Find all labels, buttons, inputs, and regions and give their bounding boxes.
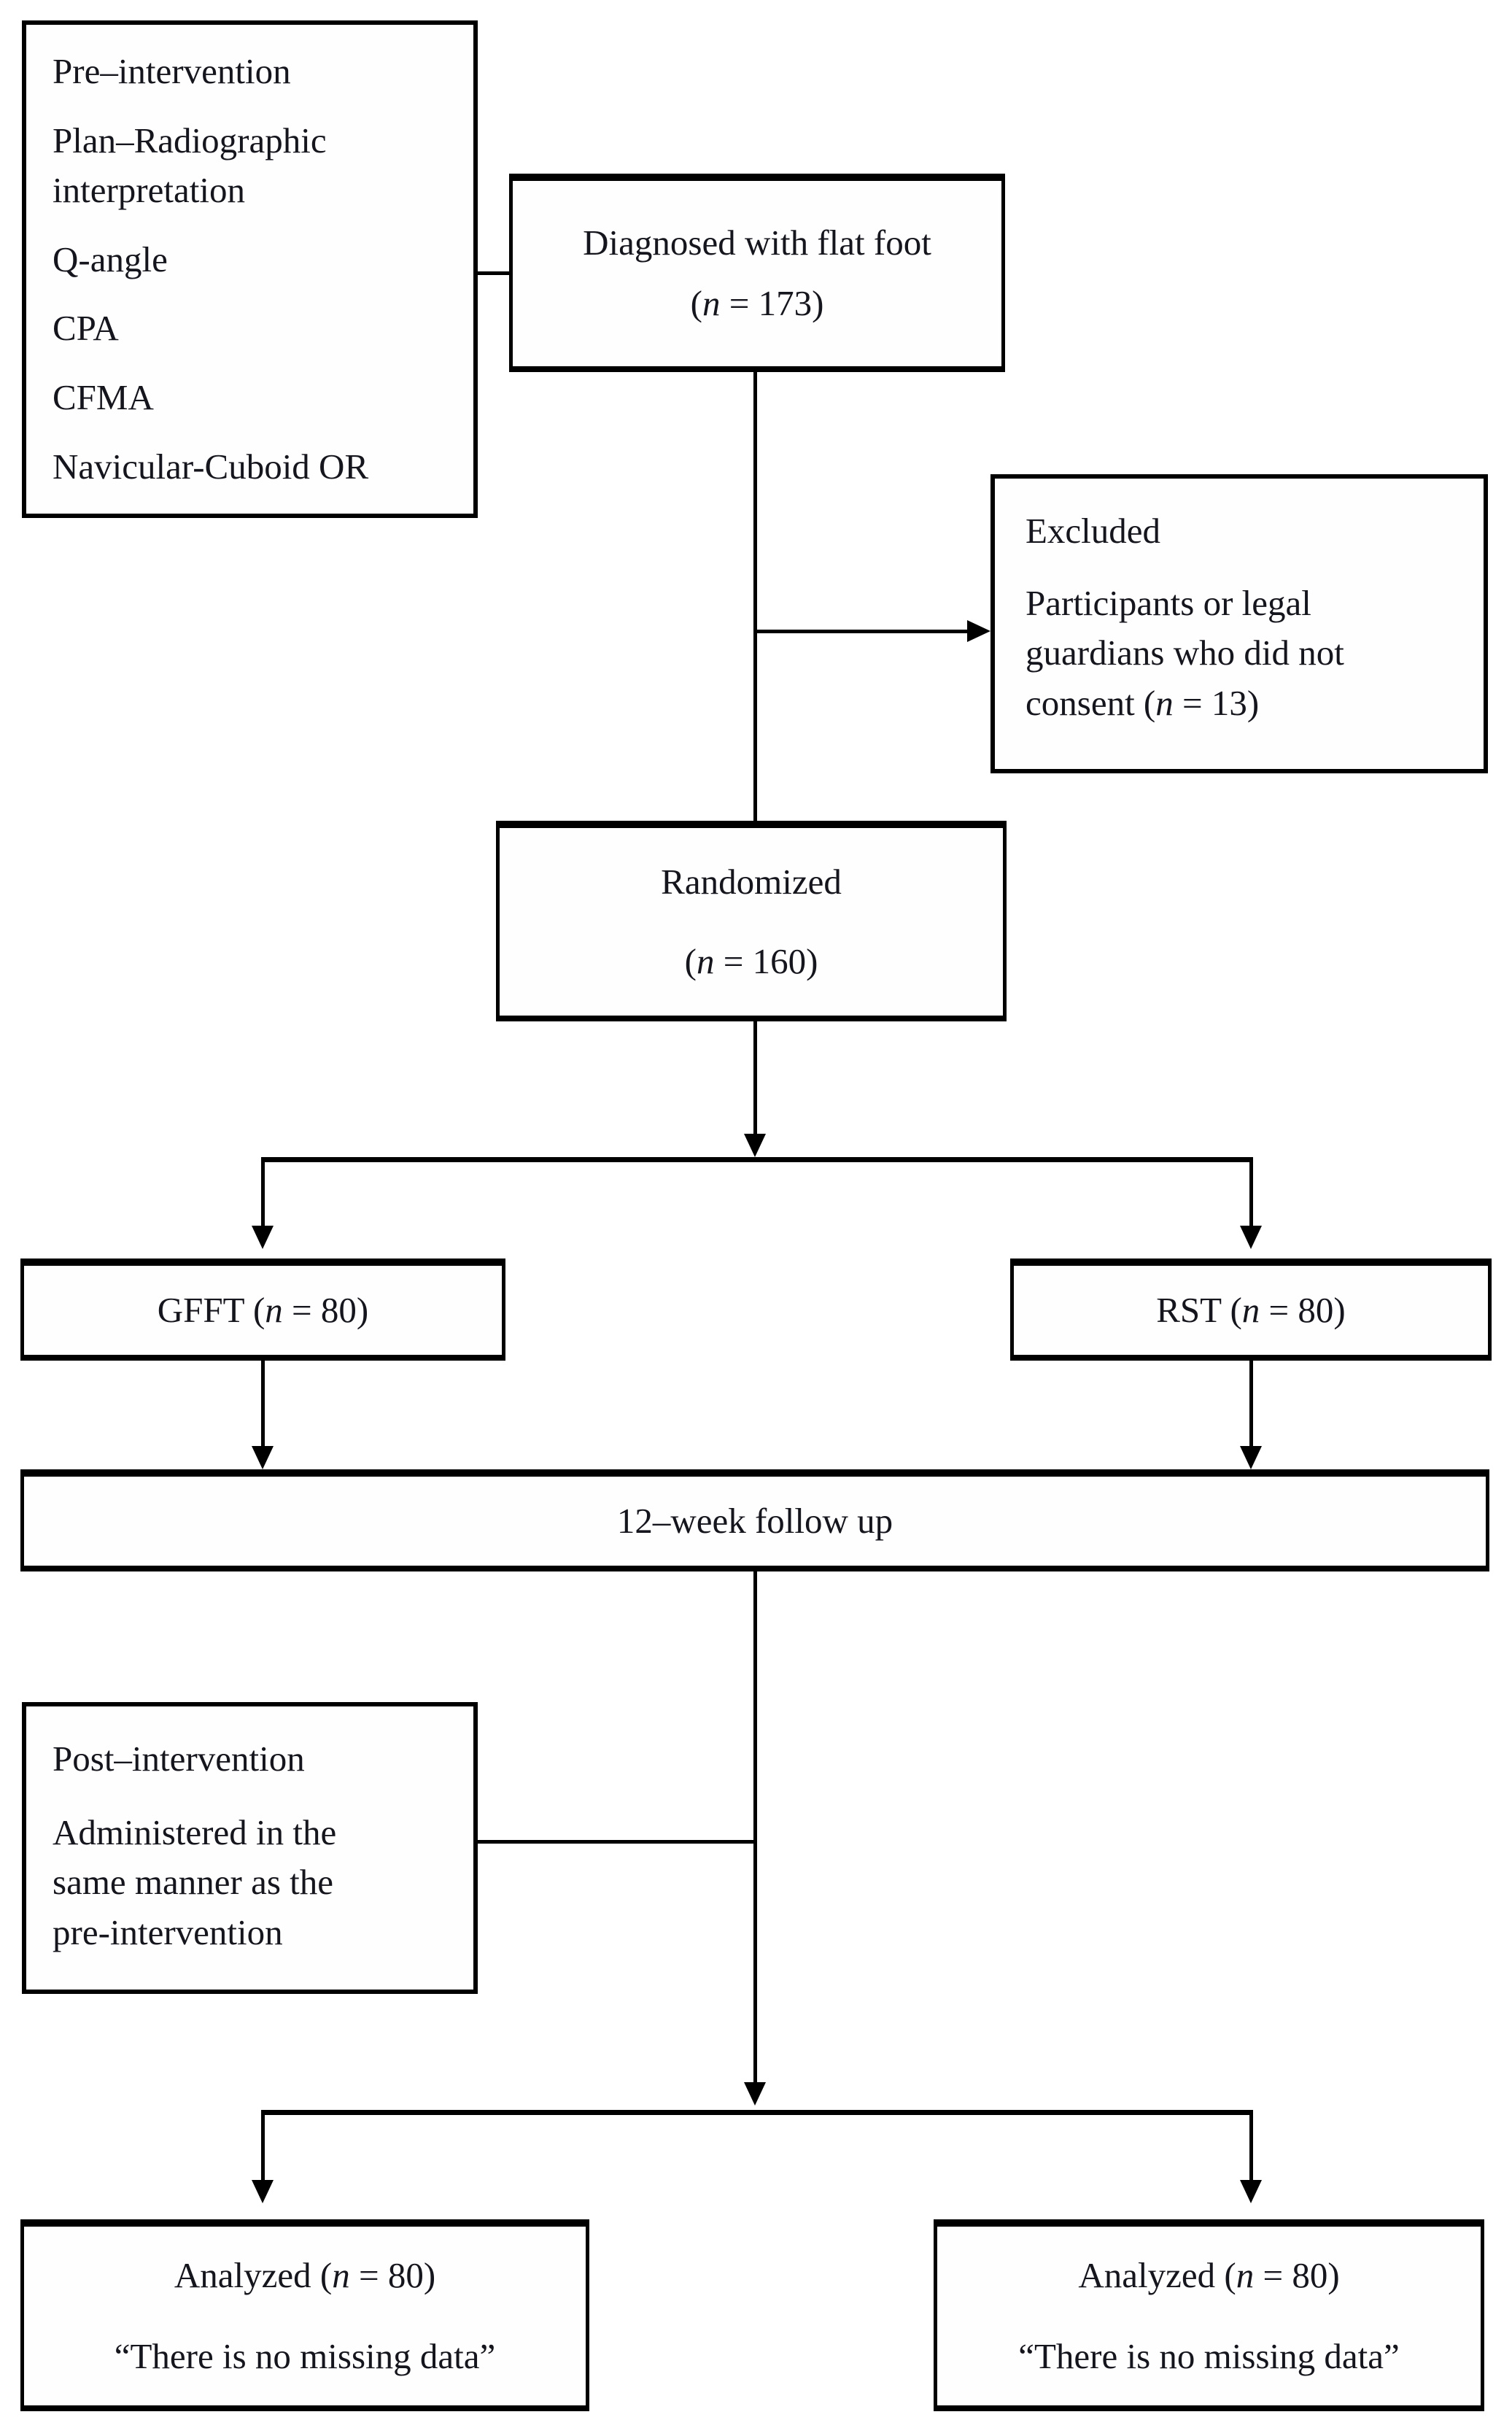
pre-intervention-line: Navicular-Cuboid OR <box>53 446 369 487</box>
n-symbol: n <box>696 940 715 981</box>
post-intervention-title: Post–intervention <box>53 1739 305 1779</box>
n-symbol: n <box>702 283 721 323</box>
diagnosed-title: Diagnosed with flat foot <box>583 223 931 263</box>
box-followup: 12–week follow up <box>20 1469 1489 1571</box>
box-randomized: Randomized (n = 160) <box>496 821 1007 1021</box>
count-rest: = 13) <box>1173 682 1260 723</box>
pre-intervention-line: Q-angle <box>53 239 168 279</box>
analyzed-count: Analyzed (n = 80) <box>1078 2251 1339 2301</box>
line-gfft-to-followup <box>261 1361 265 1447</box>
arrowhead-analyzed-right-icon <box>1240 2180 1262 2203</box>
randomized-count: (n = 160) <box>685 937 818 987</box>
arrowhead-rst-icon <box>1240 1226 1262 1249</box>
box-rst: RST (n = 80) <box>1010 1259 1492 1361</box>
connector-to-excluded <box>753 630 967 633</box>
box-diagnosed: Diagnosed with flat foot (n = 173) <box>509 174 1005 372</box>
diagnosed-count: (n = 173) <box>691 279 824 329</box>
box-analyzed-gfft: Analyzed (n = 80) “There is no missing d… <box>20 2219 589 2411</box>
pre-intervention-line: CFMA <box>53 376 154 417</box>
line-branch-to-analyzed-gfft <box>261 2111 265 2181</box>
line-randomized-to-branch <box>753 1021 757 1135</box>
excluded-reason-line: Participants or legal <box>1026 582 1311 623</box>
box-post-intervention: Post–intervention Administered in the sa… <box>22 1702 478 1994</box>
group-label: RST ( <box>1156 1289 1242 1330</box>
arrowhead-analyzed-left-icon <box>252 2180 274 2203</box>
count-open: ( <box>690 283 702 323</box>
line-diagnosed-to-randomized <box>753 372 757 821</box>
post-intervention-line: Administered in the <box>53 1812 337 1852</box>
line-rst-to-followup <box>1249 1361 1253 1447</box>
count-rest: = 173) <box>720 283 824 323</box>
excluded-reason-line: guardians who did not <box>1026 633 1344 673</box>
pre-intervention-line: CPA <box>53 308 119 349</box>
arrowhead-followup-right-icon <box>1240 1446 1262 1469</box>
n-symbol: n <box>265 1289 283 1330</box>
group-label: GFFT ( <box>157 1289 265 1330</box>
count-rest: = 80) <box>1260 1289 1346 1330</box>
randomized-title: Randomized <box>661 861 842 902</box>
count-open: ( <box>684 940 697 981</box>
pre-intervention-line: Pre–intervention <box>53 51 291 91</box>
rst-label: RST (n = 80) <box>1156 1285 1346 1336</box>
n-symbol: n <box>332 2254 350 2295</box>
line-branch-to-analyzed-rst <box>1249 2111 1253 2181</box>
reason-end: consent ( <box>1026 682 1156 723</box>
connector-post-to-mainline <box>478 1840 757 1844</box>
pre-intervention-line: Plan–Radiographic interpretation <box>53 120 327 211</box>
arrowhead-branch-icon <box>744 1134 766 1157</box>
count-rest: = 160) <box>714 940 818 981</box>
post-intervention-line: same manner as the <box>53 1862 334 1903</box>
box-analyzed-rst: Analyzed (n = 80) “There is no missing d… <box>934 2219 1484 2411</box>
count-rest: = 80) <box>1254 2254 1340 2295</box>
n-symbol: n <box>1155 682 1174 723</box>
line-branch-to-rst <box>1249 1159 1253 1227</box>
n-symbol: n <box>1241 1289 1260 1330</box>
line-followup-to-branch <box>753 1571 757 2084</box>
line-branch-to-gfft <box>261 1159 265 1227</box>
count-rest: = 80) <box>349 2254 436 2295</box>
analyzed-label: Analyzed ( <box>174 2254 333 2295</box>
excluded-reason-count: consent (n = 13) <box>1026 678 1453 729</box>
arrowhead-excluded-icon <box>967 620 990 642</box>
count-rest: = 80) <box>282 1289 369 1330</box>
branch-bottom-horizontal <box>261 2110 1253 2115</box>
analyzed-note: “There is no missing data” <box>114 2335 496 2376</box>
followup-label: 12–week follow up <box>616 1500 893 1541</box>
arrowhead-followup-left-icon <box>252 1446 274 1469</box>
analyzed-label: Analyzed ( <box>1078 2254 1236 2295</box>
box-excluded: Excluded Participants or legal guardians… <box>990 474 1488 773</box>
post-intervention-line: pre-intervention <box>53 1911 283 1952</box>
n-symbol: n <box>1236 2254 1255 2295</box>
box-pre-intervention: Pre–intervention Plan–Radiographic inter… <box>22 20 478 518</box>
excluded-title: Excluded <box>1026 511 1161 551</box>
analyzed-count: Analyzed (n = 80) <box>174 2251 435 2301</box>
analyzed-note: “There is no missing data” <box>1018 2335 1400 2376</box>
connector-pre-to-diagnosed <box>478 271 509 275</box>
branch-top-horizontal <box>261 1157 1253 1162</box>
gfft-label: GFFT (n = 80) <box>158 1285 368 1336</box>
arrowhead-bottom-branch-icon <box>744 2082 766 2106</box>
arrowhead-gfft-icon <box>252 1226 274 1249</box>
box-gfft: GFFT (n = 80) <box>20 1259 505 1361</box>
